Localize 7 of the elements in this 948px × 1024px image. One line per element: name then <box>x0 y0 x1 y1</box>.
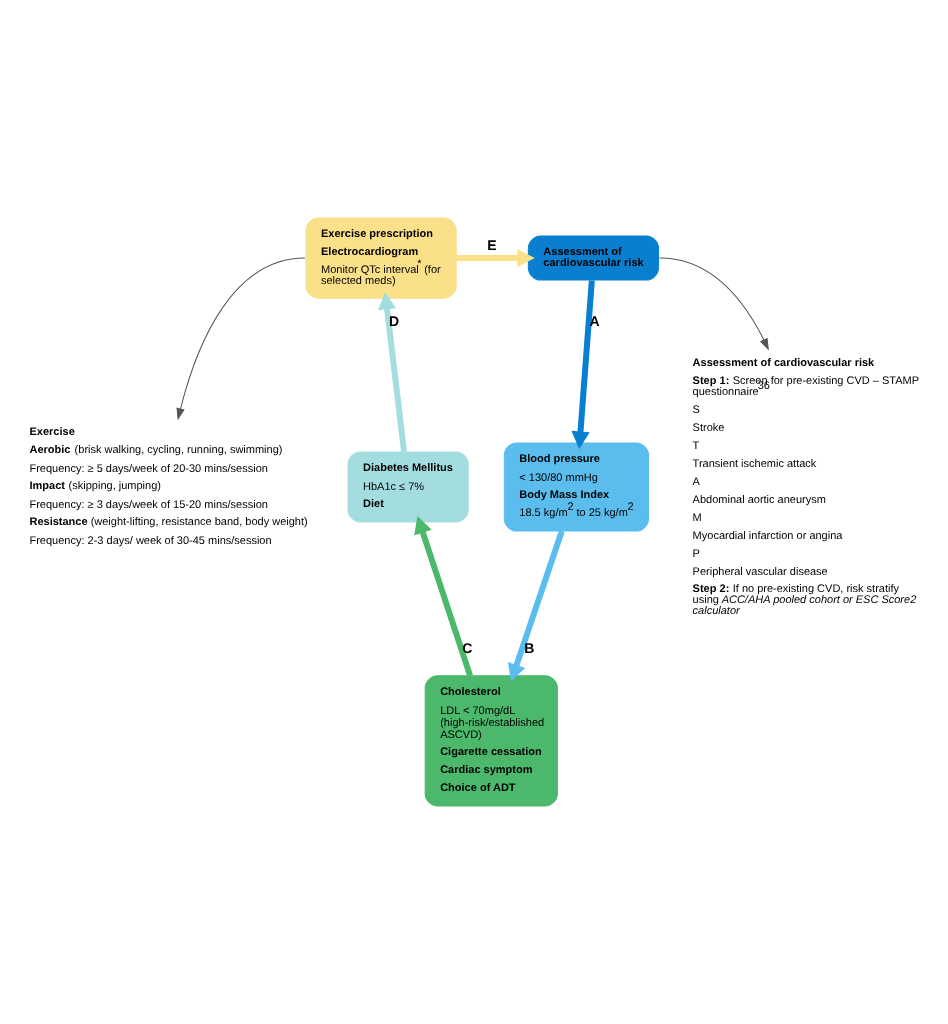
arrow <box>377 291 408 452</box>
arrow <box>456 248 535 268</box>
arrow <box>571 280 595 449</box>
arrow <box>176 257 306 420</box>
arrow <box>659 257 769 350</box>
arrow <box>414 516 473 677</box>
arrow <box>507 530 565 682</box>
